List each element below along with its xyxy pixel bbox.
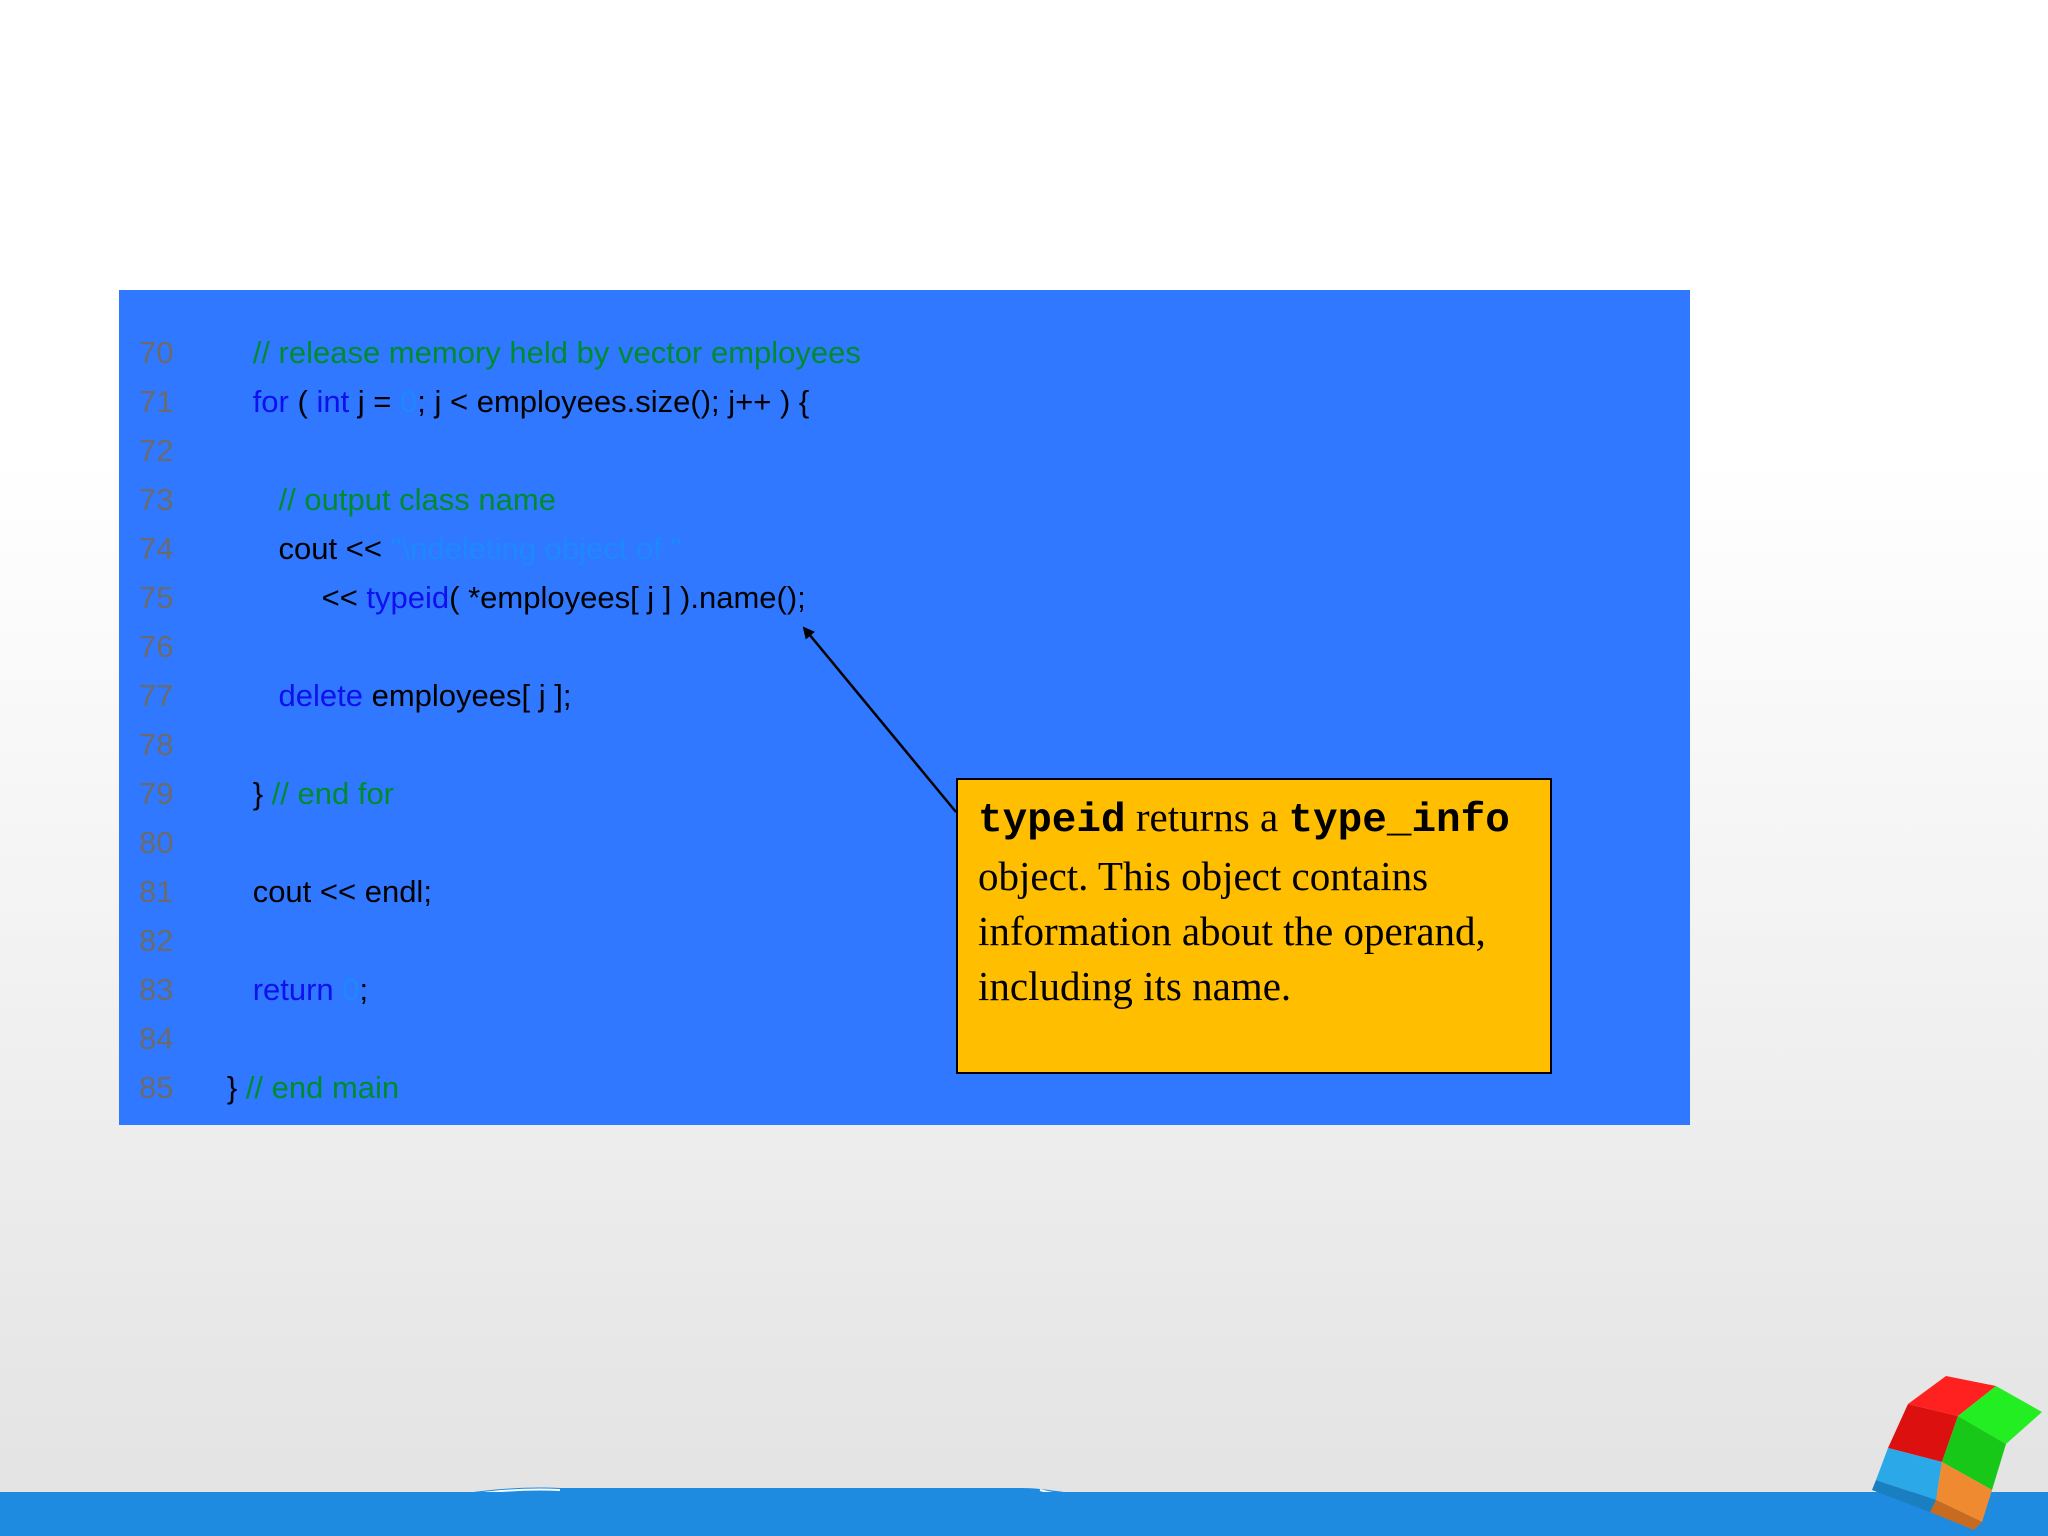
code-text: cout << "\ndeleting object of "	[201, 524, 682, 573]
multicolor-cube-logo-icon	[1872, 1376, 2042, 1530]
line-number: 82	[139, 923, 174, 958]
code-line: 72	[139, 426, 1679, 475]
code-text: delete employees[ j ];	[201, 671, 572, 720]
callout-term-type-info: type_info	[1288, 798, 1510, 844]
callout-text-2: object. This object contains information…	[978, 853, 1486, 1009]
code-token-keyword: typeid	[366, 580, 450, 615]
code-text: // release memory held by vector employe…	[201, 328, 861, 377]
code-line: 75 << typeid( *employees[ j ] ).name();	[139, 573, 1679, 622]
code-token-plain: }	[226, 1070, 246, 1105]
code-line: 82	[139, 916, 1679, 965]
code-token-plain: ; j < employees.size(); j++ ) {	[417, 384, 810, 419]
code-token-plain: cout << endl;	[252, 874, 432, 909]
code-line: 78	[139, 720, 1679, 769]
line-number: 70	[139, 335, 174, 370]
line-number: 80	[139, 825, 174, 860]
code-text: // output class name	[201, 475, 556, 524]
code-text: return 0;	[201, 965, 368, 1014]
line-number: 75	[139, 580, 174, 615]
code-line: 85 } // end main	[139, 1063, 1679, 1112]
line-number: 77	[139, 678, 174, 713]
line-number: 71	[139, 384, 174, 419]
typeid-callout-box: typeid returns a type_info object. This …	[956, 778, 1552, 1074]
code-token-plain: ( *employees[ j ] ).name();	[449, 580, 806, 615]
code-token-literal: 0	[342, 972, 360, 1007]
code-token-comment: // release memory held by vector employe…	[252, 335, 861, 370]
code-line: 71 for ( int j = 0; j < employees.size()…	[139, 377, 1679, 426]
code-token-plain: employees[ j ];	[362, 678, 572, 713]
code-text: << typeid( *employees[ j ] ).name();	[201, 573, 806, 622]
code-line: 77 delete employees[ j ];	[139, 671, 1679, 720]
code-line: 74 cout << "\ndeleting object of "	[139, 524, 1679, 573]
code-line: 70 // release memory held by vector empl…	[139, 328, 1679, 377]
line-number: 72	[139, 433, 174, 468]
line-number: 85	[139, 1070, 174, 1105]
code-token-plain	[334, 972, 343, 1007]
code-text: cout << endl;	[201, 867, 432, 916]
callout-term-typeid: typeid	[978, 798, 1126, 844]
code-token-comment: // end main	[245, 1070, 400, 1105]
code-text: } // end main	[201, 1063, 399, 1112]
line-number: 73	[139, 482, 174, 517]
code-token-plain: (	[288, 384, 317, 419]
code-token-comment: // end for	[271, 776, 395, 811]
code-token-keyword: int	[316, 384, 350, 419]
line-number: 74	[139, 531, 174, 566]
line-number: 78	[139, 727, 174, 762]
code-lines: 70 // release memory held by vector empl…	[139, 328, 1679, 1112]
code-token-keyword: delete	[278, 678, 363, 713]
line-number: 79	[139, 776, 174, 811]
code-token-keyword: return	[252, 972, 334, 1007]
code-token-plain: j =	[349, 384, 401, 419]
code-line: 83 return 0;	[139, 965, 1679, 1014]
code-line: 73 // output class name	[139, 475, 1679, 524]
code-text: } // end for	[201, 769, 394, 818]
code-line: 80	[139, 818, 1679, 867]
code-token-comment: // output class name	[278, 482, 556, 517]
code-token-plain: cout <<	[278, 531, 391, 566]
code-text: for ( int j = 0; j < employees.size(); j…	[201, 377, 810, 426]
line-number: 83	[139, 972, 174, 1007]
callout-text-1: returns a	[1125, 794, 1289, 840]
code-token-plain: }	[252, 776, 272, 811]
code-line: 79 } // end for	[139, 769, 1679, 818]
code-token-plain: ;	[359, 972, 369, 1007]
code-line: 84	[139, 1014, 1679, 1063]
code-token-literal: "\ndeleting object of "	[390, 531, 682, 566]
footer-band	[0, 1492, 2048, 1536]
code-listing-panel: 70 // release memory held by vector empl…	[119, 290, 1690, 1125]
code-token-literal: 0	[400, 384, 418, 419]
code-token-plain: <<	[321, 580, 367, 615]
code-token-keyword: for	[252, 384, 289, 419]
line-number: 76	[139, 629, 174, 664]
code-line: 76	[139, 622, 1679, 671]
line-number: 84	[139, 1021, 174, 1056]
code-line: 81 cout << endl;	[139, 867, 1679, 916]
line-number: 81	[139, 874, 174, 909]
